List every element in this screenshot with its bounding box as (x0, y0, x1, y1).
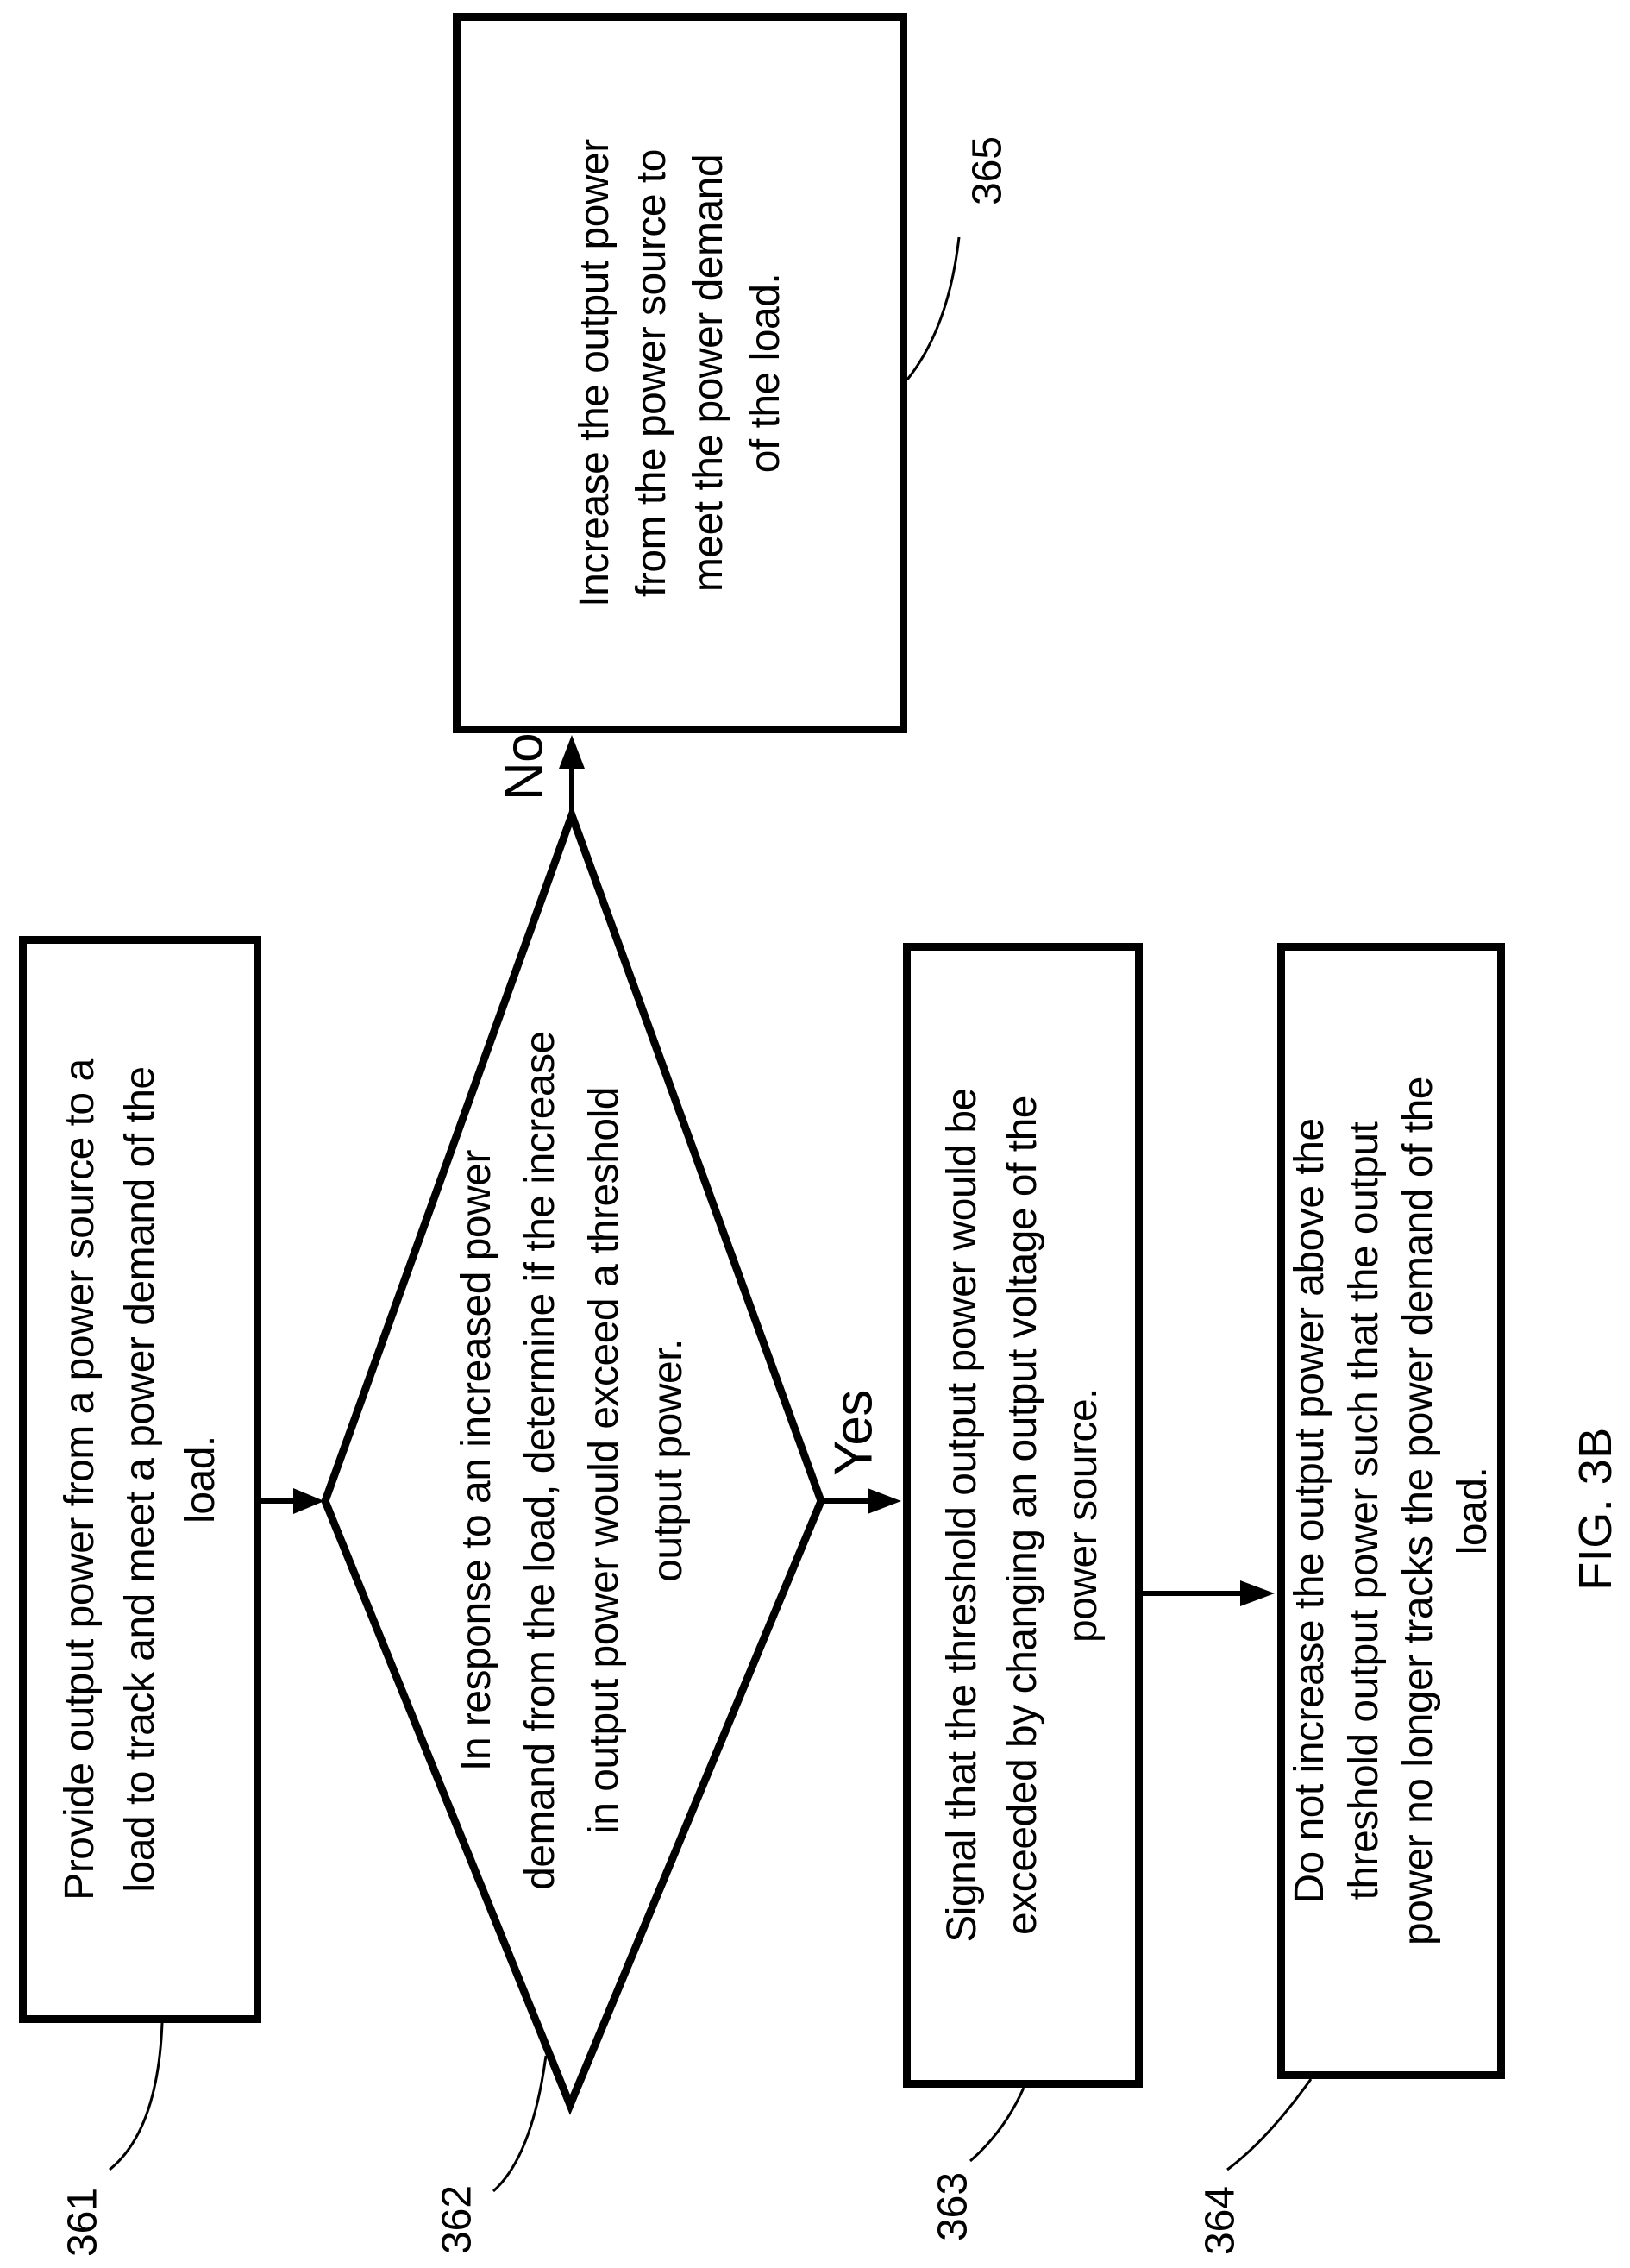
flow-step-364-text: Do not increase the output power above t… (1287, 1077, 1495, 1945)
arrow-no-head (559, 735, 585, 769)
flow-step-363-text: Signal that the threshold output power w… (939, 1088, 1106, 1943)
flow-step-361-box: Provide output power from a power source… (19, 936, 261, 2023)
flow-step-361-text: Provide output power from a power source… (56, 1059, 223, 1900)
figure-caption: FIG. 3B (1570, 1427, 1621, 1591)
leader-line-364 (1226, 2078, 1313, 2171)
flow-step-365-text: Increase the output power from the power… (571, 139, 788, 607)
flow-step-363-box: Signal that the threshold output power w… (903, 943, 1143, 2088)
ref-numeral-363: 363 (930, 2171, 976, 2242)
flow-step-365-box: Increase the output power from the power… (453, 13, 907, 733)
leader-line-363 (969, 2087, 1025, 2163)
flow-step-362-text-wrap: In response to an increased power demand… (452, 900, 693, 2021)
ref-numeral-364: 364 (1197, 2185, 1244, 2256)
leader-line-362 (492, 2055, 548, 2193)
ref-numeral-362: 362 (434, 2184, 480, 2255)
flow-step-364-box: Do not increase the output power above t… (1277, 943, 1505, 2079)
flow-step-362-text: In response to an increased power demand… (454, 1031, 691, 1890)
leader-line-365 (906, 236, 961, 380)
arrow-363-to-364-head (1240, 1580, 1275, 1606)
arrow-yes-head (868, 1488, 901, 1514)
branch-label-yes: Yes (824, 1390, 884, 1476)
ref-numeral-365: 365 (964, 135, 1011, 206)
leader-line-361 (109, 2022, 164, 2171)
branch-label-no: No (494, 732, 555, 801)
ref-numeral-361: 361 (60, 2187, 106, 2258)
arrow-361-to-362-head (293, 1488, 324, 1514)
